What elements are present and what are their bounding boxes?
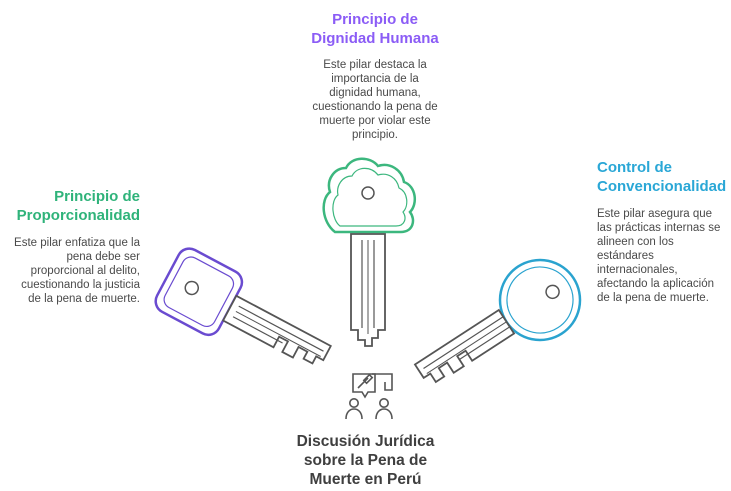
left-key-hole [184,280,200,296]
right-pillar-description: Este pilar asegura que las prácticas int… [597,207,729,305]
top-title-line2: Dignidad Humana [311,30,439,47]
center-title-line: sobre la Pena de [303,452,428,469]
center-title-line: Muerte en Perú [309,471,422,488]
top-key-hole [361,186,375,200]
right-desc-line: afectando la aplicación [597,278,714,290]
right-desc-line: estándares [597,250,654,262]
right-key-blade [413,308,516,384]
right-desc-line: alineen con los [597,236,674,248]
left-pillar-title: Principio de Proporcionalidad [10,187,140,225]
right-desc-line: internacionales, [597,264,678,276]
top-desc-line: Este pilar destaca la [323,59,427,71]
right-desc-line: las prácticas internas se [597,222,721,234]
left-desc-line: pena debe ser [66,251,140,263]
top-desc-line: importancia de la [331,73,419,85]
right-desc-line: de la pena de muerte. [597,292,709,304]
left-desc-line: cuestionando la justicia [21,279,140,291]
center-title-line: Discusión Jurídica [296,433,435,450]
left-title-line2: Proporcionalidad [16,207,140,224]
left-desc-line: proporcional al delito, [30,265,140,277]
top-desc-line: cuestionando la pena de [312,101,438,113]
right-title-line1: Control de [597,159,672,176]
left-key [154,247,332,365]
left-pillar-description: Este pilar enfatiza que la pena debe ser… [8,236,140,306]
top-desc-line: dignidad humana, [329,87,421,99]
left-desc-line: de la pena de muerte. [28,293,140,305]
top-key [322,157,417,347]
top-desc-line: principio. [351,129,399,141]
right-key [413,258,582,384]
right-key-hole [545,284,560,300]
top-desc-line: muerte por violar este [319,115,431,127]
right-title-line2: Convencionalidad [597,178,727,195]
top-pillar-title: Principio de Dignidad Humana [290,10,460,48]
legal-discussion-icon [345,373,393,420]
right-desc-line: Este pilar asegura que [597,208,713,220]
left-desc-line: Este pilar enfatiza que la [14,237,140,249]
top-title-line1: Principio de [332,11,418,28]
right-pillar-title: Control de Convencionalidad [597,158,727,196]
top-pillar-description: Este pilar destaca la importancia de la … [295,58,455,142]
left-title-line1: Principio de [54,188,140,205]
center-title: Discusión Jurídica sobre la Pena de Muer… [268,432,463,489]
